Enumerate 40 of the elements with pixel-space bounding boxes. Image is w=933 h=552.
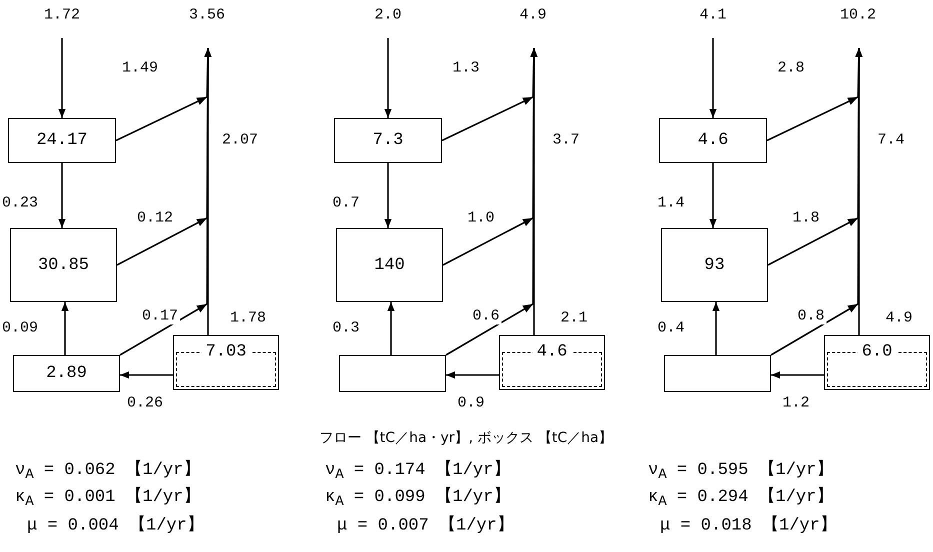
arrow xyxy=(446,371,499,379)
arrow xyxy=(709,163,717,228)
arrow xyxy=(771,371,824,379)
arrow xyxy=(58,38,66,118)
arrow xyxy=(709,38,717,118)
arrow xyxy=(58,163,66,228)
arrow xyxy=(61,302,69,355)
storage-box: 140 xyxy=(336,228,443,302)
empty-box xyxy=(339,355,446,392)
flow-value: 0.8 xyxy=(796,308,826,324)
arrow xyxy=(204,48,212,335)
storage-box xyxy=(824,335,930,390)
arrow xyxy=(530,48,538,335)
arrow xyxy=(387,302,395,355)
parameter-value: μ = 0.018 【1/yr】 xyxy=(660,514,837,536)
parameter-value: κ$_{A}$ = 0.294 【1/yr】 xyxy=(648,486,834,510)
parameter-value: κ$_{A}$ = 0.001 【1/yr】 xyxy=(15,486,200,510)
flow-value: 0.6 xyxy=(470,308,502,324)
arrow xyxy=(712,302,720,355)
arrow xyxy=(855,48,863,335)
caption: フロー 【tC／ha・yr】, ボックス 【tC／ha】 xyxy=(319,429,613,447)
parameter-value: ν$_{A}$ = 0.595 【1/yr】 xyxy=(648,458,834,484)
storage-box: 30.85 xyxy=(10,228,117,302)
arrow xyxy=(384,38,392,118)
parameter-value: ν$_{A}$ = 0.062 【1/yr】 xyxy=(15,458,200,484)
storage-box xyxy=(499,335,605,390)
parameter-value: κ$_{A}$ = 0.099 【1/yr】 xyxy=(325,486,510,510)
storage-box: 93 xyxy=(661,228,768,302)
storage-box: 2.89 xyxy=(13,355,120,392)
storage-box: 4.6 xyxy=(659,118,767,163)
parameter-value: μ = 0.007 【1/yr】 xyxy=(337,514,514,536)
empty-box xyxy=(664,355,771,392)
parameter-value: ν$_{A}$ = 0.174 【1/yr】 xyxy=(325,458,510,484)
storage-box: 7.3 xyxy=(334,118,442,163)
arrow xyxy=(120,371,173,379)
storage-box: 24.17 xyxy=(8,118,116,163)
arrow xyxy=(384,163,392,228)
flow-value: 0.17 xyxy=(140,308,180,324)
parameter-value: μ = 0.004 【1/yr】 xyxy=(27,514,204,536)
storage-box xyxy=(173,335,279,390)
